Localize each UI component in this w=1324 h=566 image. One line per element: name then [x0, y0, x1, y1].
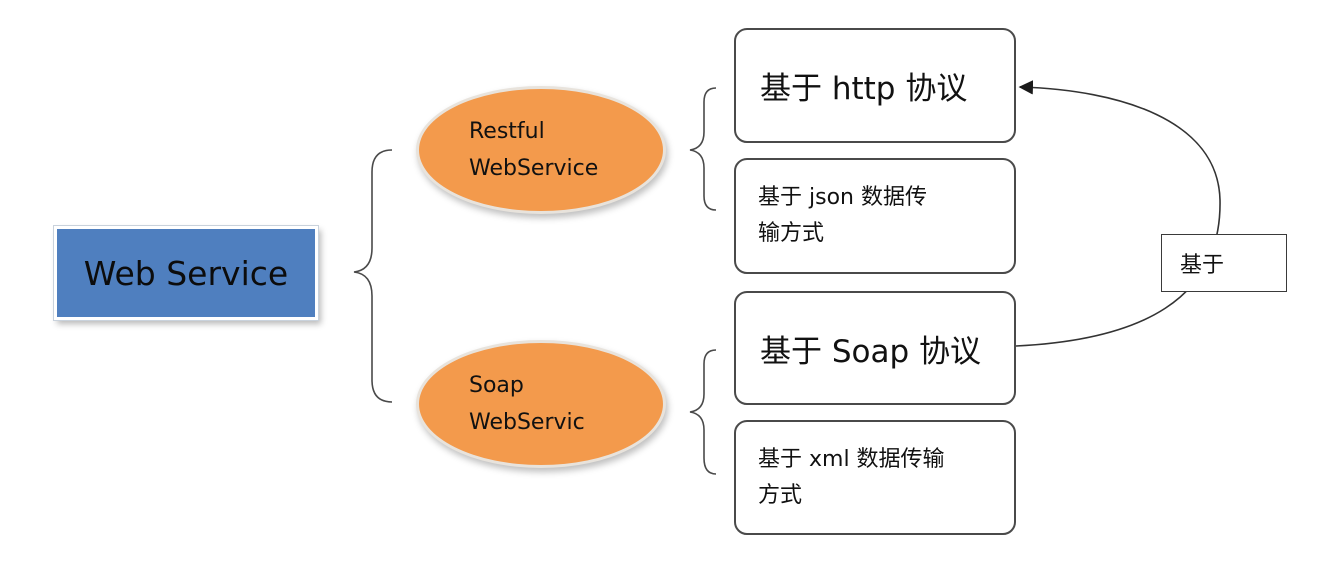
- http-protocol-text: 基于 http 协议: [760, 71, 968, 107]
- branch-soap-line-1: Soap: [469, 373, 524, 398]
- xml-format-line-2: 方式: [758, 483, 803, 508]
- soap-brace: [689, 349, 717, 475]
- soap-protocol-text: 基于 Soap 协议: [760, 333, 982, 370]
- restful-brace: [689, 87, 717, 211]
- relation-arrow: [1015, 80, 1221, 347]
- xml-format-box: 基于 xml 数据传输 方式: [734, 420, 1016, 535]
- branch-restful-line-1: Restful: [469, 119, 545, 144]
- xml-format-line-1: 基于 xml 数据传输: [758, 447, 945, 472]
- json-format-line-2: 输方式: [758, 221, 825, 246]
- json-format-line-1: 基于 json 数据传: [758, 185, 927, 210]
- soap-protocol-box: 基于 Soap 协议: [734, 291, 1016, 405]
- branch-restful-line-2: WebService: [469, 156, 599, 181]
- branch-soap-line-2: WebServic: [469, 410, 585, 435]
- root-label: Web Service: [83, 253, 289, 293]
- json-format-box: 基于 json 数据传 输方式: [734, 158, 1016, 274]
- branch-soap: Soap WebServic: [416, 340, 666, 468]
- relation-label: 基于: [1180, 253, 1225, 278]
- root-node: Web Service: [54, 226, 318, 320]
- root-brace: [353, 149, 393, 403]
- http-protocol-box: 基于 http 协议: [734, 28, 1016, 143]
- relation-label-box: 基于: [1161, 234, 1287, 292]
- branch-restful: Restful WebService: [416, 86, 666, 214]
